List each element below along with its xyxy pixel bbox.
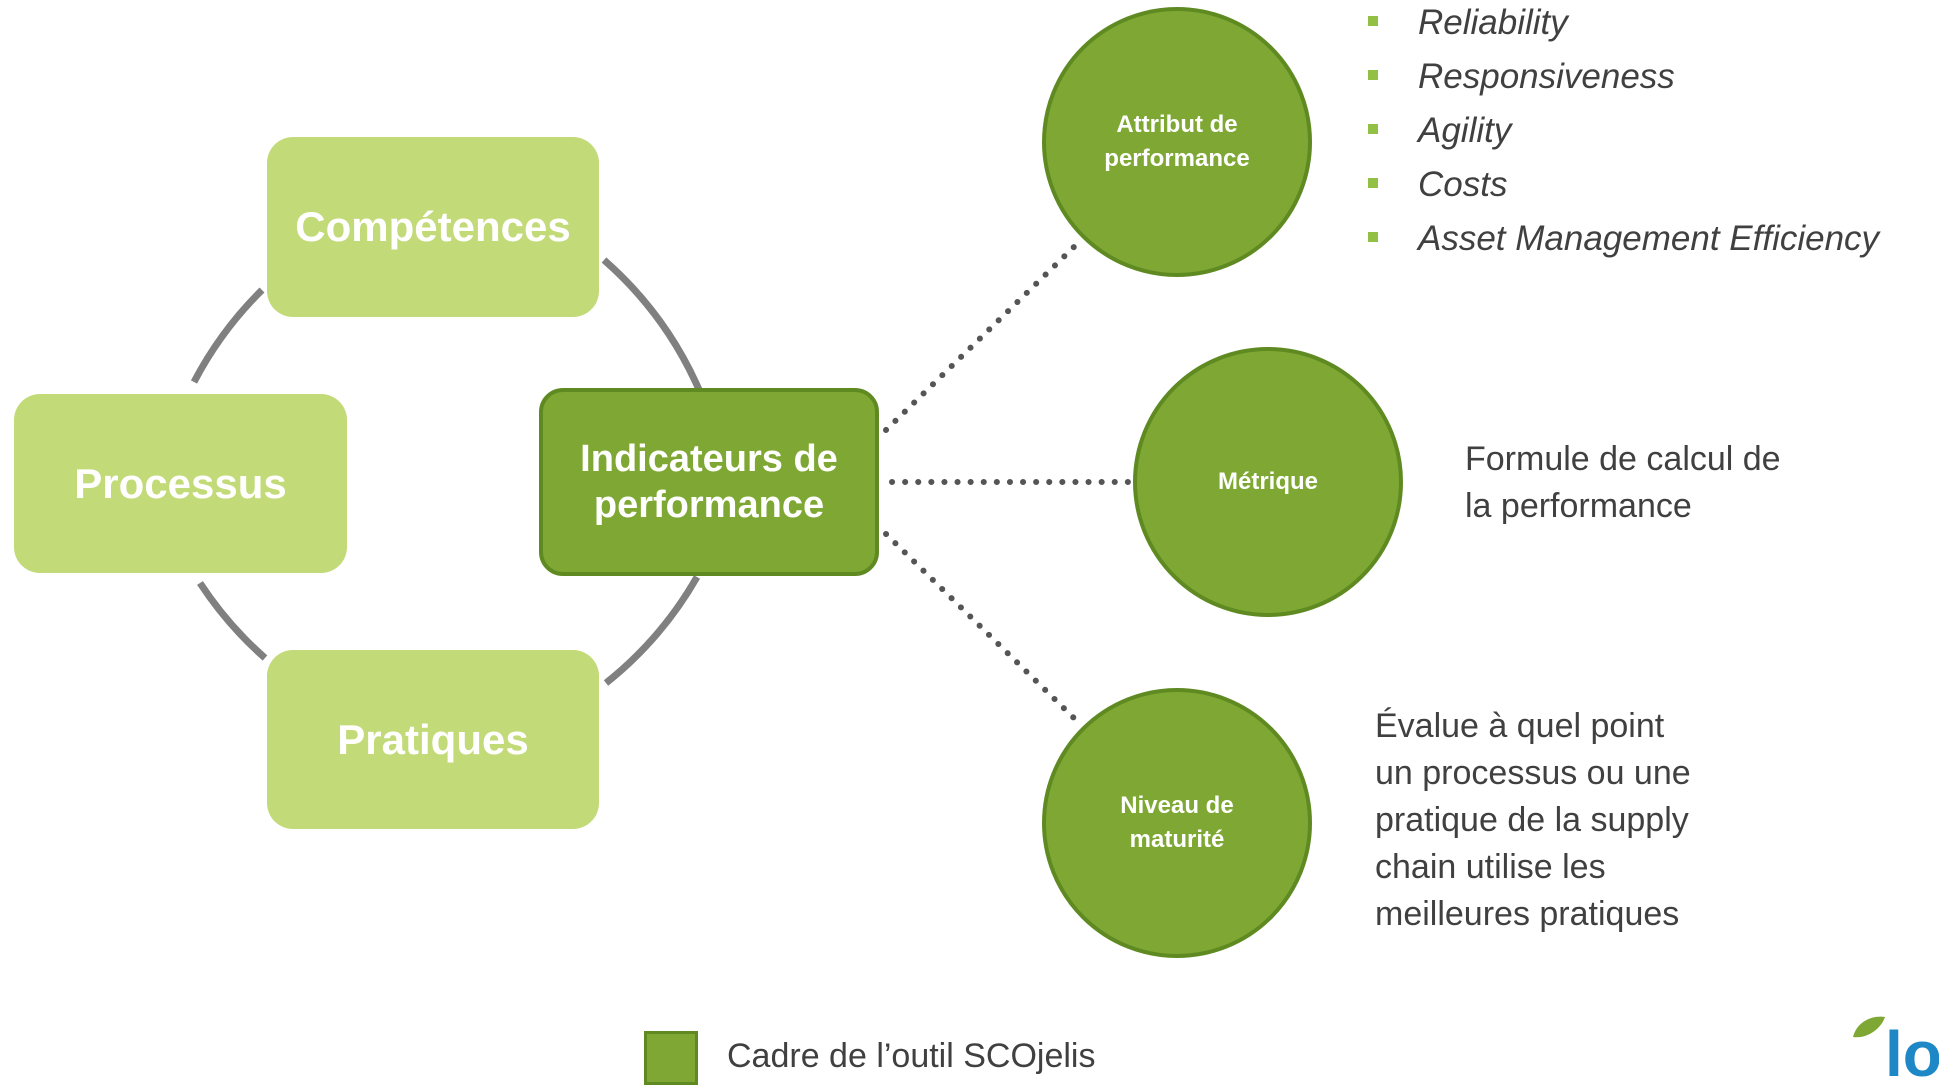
attribute-item-asset-management: Asset Management Efficiency [1368,216,1879,270]
niveau-label-line1: Niveau de [1120,792,1234,819]
processus-label: Processus [74,459,287,507]
attribut-label-line1: Attribut de [1116,111,1238,138]
niveau-circle: Niveau de maturité [1042,688,1312,958]
attribute-text: Costs [1418,165,1508,204]
maturite-desc-line5: meilleures pratiques [1375,895,1680,933]
attribute-text: Asset Management Efficiency [1418,219,1880,258]
dotted-connector-niveau [883,531,1081,725]
attribut-circle: Attribut de performance [1042,7,1312,277]
dotted-connector-attribut [883,240,1081,433]
pratiques-label: Pratiques [337,715,529,763]
indicateurs-box: Indicateurs de performance [539,388,879,576]
attribute-item-agility: Agility [1368,108,1879,162]
bullet-square-icon [1368,178,1378,188]
attribute-text: Reliability [1418,3,1568,42]
processus-box: Processus [14,394,347,573]
bullet-square-icon [1368,232,1378,242]
metrique-circle: Métrique [1133,347,1403,617]
ring-arc-top-left [190,287,265,384]
attribute-text: Responsiveness [1418,57,1675,96]
maturite-description: Évalue à quel point un processus ou une … [1375,703,1691,938]
ring-arc-bottom-left [197,581,268,661]
logo-text: lo [1885,1018,1939,1090]
attribute-item-costs: Costs [1368,162,1879,216]
attribute-list: Reliability Responsiveness Agility Costs… [1368,0,1879,270]
bullet-square-icon [1368,124,1378,134]
logo-leaf-icon [1853,1016,1885,1038]
legend-label: Cadre de l’outil SCOjelis [727,1037,1096,1075]
competences-label: Compétences [295,203,571,250]
maturite-desc-line4: chain utilise les [1375,848,1606,886]
ring-arc-top-right [601,257,704,394]
attribute-item-responsiveness: Responsiveness [1368,54,1879,108]
metrique-desc-line2: la performance [1465,487,1692,525]
indicateurs-label-line1: Indicateurs de [580,438,838,480]
metrique-description: Formule de calcul de la performance [1465,436,1781,530]
metrique-desc-line1: Formule de calcul de [1465,440,1781,478]
ring-arc-bottom-right [603,575,701,686]
attribute-item-reliability: Reliability [1368,0,1879,54]
niveau-label-line2: maturité [1129,826,1225,853]
maturite-desc-line3: pratique de la supply [1375,801,1689,839]
bullet-square-icon [1368,16,1378,26]
pratiques-box: Pratiques [267,650,599,829]
attribute-text: Agility [1418,111,1512,150]
indicateurs-label-line2: performance [593,484,825,526]
competences-box: Compétences [267,137,599,317]
metrique-label: Métrique [1217,468,1318,495]
legend-swatch [644,1031,698,1085]
attribut-label-line2: performance [1104,145,1250,172]
maturite-desc-line2: un processus ou une [1375,754,1691,792]
maturite-desc-line1: Évalue à quel point [1375,707,1665,745]
bullet-square-icon [1368,70,1378,80]
